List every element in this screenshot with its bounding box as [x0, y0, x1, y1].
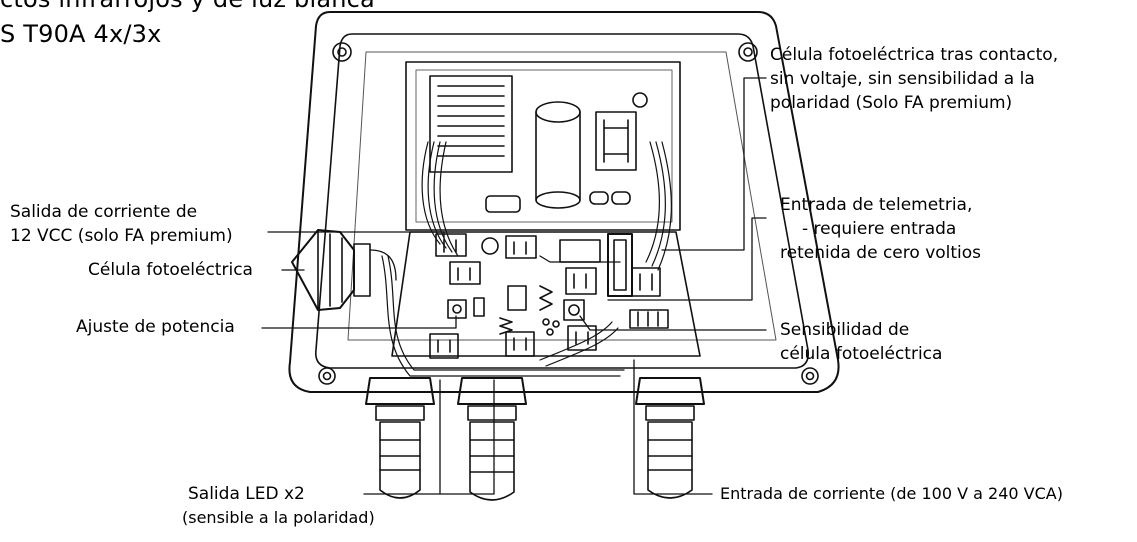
label-power-output-12vdc: Salida de corriente de 12 VCC (solo FA p…	[10, 200, 233, 248]
label-line: Entrada de telemetria,	[780, 195, 973, 215]
label-line: Salida de corriente de	[10, 202, 198, 222]
label-power-input: Entrada de corriente (de 100 V a 240 VCA…	[720, 484, 1063, 503]
cable-gland-left	[365, 377, 435, 499]
label-line: Sensibilidad de	[780, 320, 910, 340]
enclosure	[288, 11, 840, 393]
label-photocell-dry-contact: Célula fotoeléctrica tras contacto, sin …	[770, 43, 1058, 115]
corner-screw-bottom-left	[318, 367, 336, 385]
power-supply-module	[405, 61, 681, 231]
corner-screw-top-left	[332, 42, 352, 62]
label-power-adjust: Ajuste de potencia	[76, 317, 235, 337]
label-line: Salida LED x2	[188, 484, 305, 504]
cable-gland-middle	[457, 377, 527, 501]
label-line: polaridad (Solo FA premium)	[770, 93, 1013, 113]
label-led-output: Salida LED x2 (sensible a la polaridad)	[182, 482, 422, 530]
leader-lines	[261, 77, 767, 495]
circuit-board	[391, 231, 701, 359]
corner-screw-bottom-right	[801, 367, 819, 385]
label-line: (sensible a la polaridad)	[182, 508, 375, 527]
title-line-2: S T90A 4x/3x	[0, 20, 162, 48]
label-line: 12 VCC (solo FA premium)	[10, 226, 233, 246]
label-photocell: Célula fotoeléctrica	[88, 260, 253, 280]
label-line: - requiere entrada	[802, 219, 957, 239]
label-telemetry-input: Entrada de telemetria, - requiere entrad…	[780, 193, 981, 265]
photocell-gland	[291, 229, 397, 311]
label-photocell-sensitivity: Sensibilidad de célula fotoeléctrica	[780, 318, 942, 366]
label-line: sin voltaje, sin sensibilidad a la	[770, 69, 1035, 89]
label-line: célula fotoeléctrica	[780, 344, 943, 364]
label-line: Célula fotoeléctrica tras contacto,	[770, 45, 1059, 65]
wiring	[381, 141, 672, 377]
label-line: retenida de cero voltios	[780, 243, 982, 263]
title-line-1: ctos infrarrojos y de luz blanca	[0, 0, 375, 13]
corner-screw-top-right	[738, 42, 758, 62]
cable-gland-right	[635, 377, 705, 499]
